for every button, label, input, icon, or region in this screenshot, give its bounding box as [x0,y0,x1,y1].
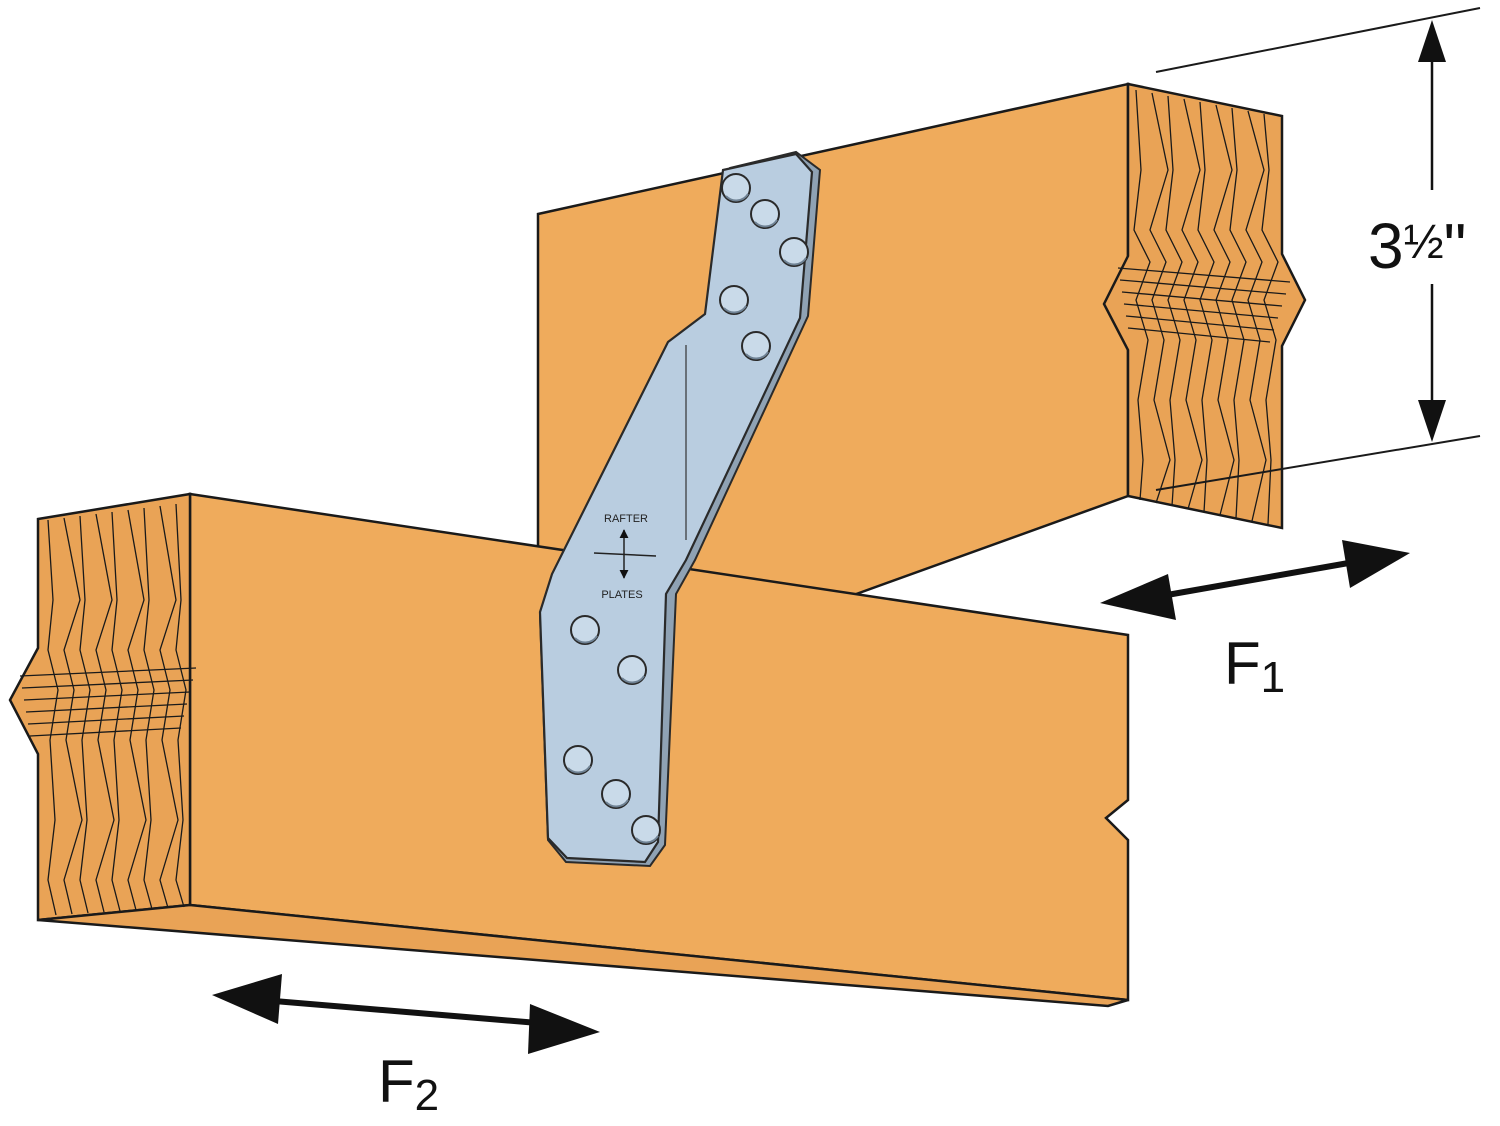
grain-line [1121,291,1283,307]
nail-hole-shade [754,219,778,228]
force-f2-arrow-shaft [261,997,551,1027]
grain-line [111,511,123,912]
dimension-arrow-up [1418,20,1446,62]
grain-line [95,513,115,913]
grain-line [127,509,147,911]
force-f1-label: F1 [1224,630,1285,702]
grain-line [25,703,188,713]
grain-line [143,507,155,910]
rafter-grain-lines [1117,89,1291,525]
nail-hole [570,615,600,645]
grain-line [1181,98,1203,510]
dimension-extension-bottom [1155,435,1481,491]
plate-bottom-face [37,903,1129,1008]
nail-hole-shade [621,675,645,684]
force-f1-arrowhead-right [1342,540,1410,588]
strap-label-rafter: RAFTER [604,513,648,525]
force-f2: F2 [212,974,600,1120]
grain-line [1133,89,1151,501]
plate-end-grain [8,492,192,922]
grain-line [175,503,187,908]
nail-hole [750,199,780,229]
strap-plate [538,152,814,864]
grain-line [63,517,83,915]
nail-hole-shade [635,835,659,844]
grain-line [1149,92,1171,504]
nail-hole-shade [567,765,591,774]
dimension-extension-top [1155,7,1481,73]
force-f1-letter: F [1224,630,1261,697]
grain-line [1117,267,1291,283]
grain-line [47,519,59,916]
strap-label-plates: PLATES [601,589,642,601]
grain-line [1165,95,1183,507]
dimension-fraction: ½ [1404,216,1444,269]
dimension-unit: " [1444,210,1467,282]
dimension-whole: 3 [1368,210,1404,282]
grain-line [1229,107,1247,519]
dimension-label: 3½" [1368,210,1466,282]
grain-line [23,691,191,701]
strap-connector: RAFTER PLATES [538,150,822,868]
plate-grain-lines [19,503,197,916]
nail-hole-shade [605,799,629,808]
strap-nail-holes [563,173,809,845]
force-f1-arrowhead-left [1100,574,1176,620]
grain-line [1119,279,1287,295]
force-f2-arrowhead-right [528,1004,600,1054]
nail-hole [563,745,593,775]
grain-line [1245,110,1267,522]
nail-hole [631,815,661,845]
nail-hole-shade [745,351,769,360]
force-f2-letter: F [378,1048,415,1115]
grain-line [79,515,91,914]
nail-hole [721,173,751,203]
height-dimension: 3½" [1155,7,1481,491]
nail-hole [719,285,749,315]
grain-line [1197,101,1215,513]
grain-line [27,715,185,725]
nail-hole [601,779,631,809]
force-f1-arrow-shaft [1149,558,1361,601]
grain-line [1125,315,1275,331]
force-f2-subscript: 2 [415,1071,439,1120]
grain-line [1127,327,1271,343]
nail-hole-shade [723,305,747,314]
nail-hole-shade [725,193,749,202]
grain-line [1123,303,1279,319]
force-f1: F1 [1100,540,1410,702]
force-f1-subscript: 1 [1261,653,1285,702]
grain-line [21,679,194,689]
force-f2-label: F2 [378,1048,439,1120]
nail-hole [617,655,647,685]
nail-hole [779,237,809,267]
grain-line [159,505,179,909]
force-f2-arrowhead-left [212,974,282,1024]
nail-hole-shade [783,257,807,266]
dimension-arrow-down [1418,400,1446,442]
grain-line [19,667,197,677]
nail-hole [741,331,771,361]
grain-line [1261,113,1279,525]
grain-line [29,727,182,737]
nail-hole-shade [574,635,598,644]
